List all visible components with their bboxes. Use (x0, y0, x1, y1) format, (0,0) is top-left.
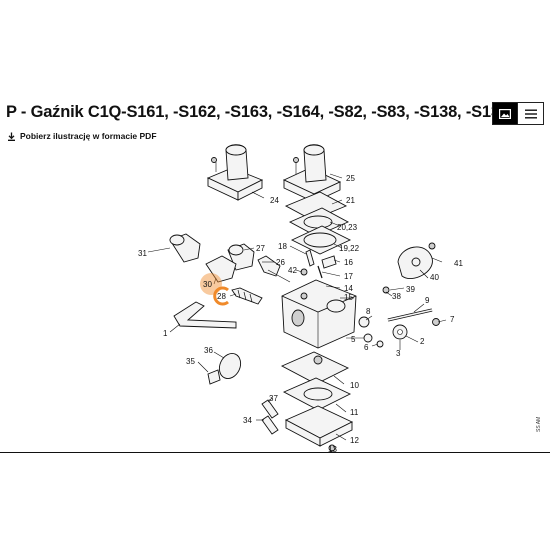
label-37[interactable]: 37 (269, 394, 278, 403)
part-11-diaphragm[interactable] (282, 377, 352, 411)
part-17-spring[interactable] (317, 265, 323, 279)
part-21-gasket[interactable] (284, 191, 348, 221)
leader-lines (147, 173, 447, 452)
label-27[interactable]: 27 (256, 244, 265, 253)
part-34-screw[interactable] (261, 415, 279, 435)
part-8-clip[interactable] (358, 316, 370, 328)
label-40[interactable]: 40 (430, 273, 439, 282)
part-16-lever[interactable] (321, 255, 337, 269)
part-5-pin[interactable] (363, 333, 373, 343)
image-code: SS AM (536, 417, 542, 432)
part-35-screw[interactable] (207, 369, 221, 385)
part-3-washer[interactable] (392, 324, 408, 340)
label-2[interactable]: 2 (420, 337, 425, 346)
label-3[interactable]: 3 (396, 349, 401, 358)
label-41[interactable]: 41 (454, 259, 463, 268)
label-31[interactable]: 31 (138, 249, 147, 258)
part-1-lever[interactable] (173, 301, 237, 329)
label-8[interactable]: 8 (366, 307, 371, 316)
label-19-22[interactable]: 19,22 (339, 244, 360, 253)
label-9[interactable]: 9 (425, 296, 430, 305)
download-pdf-link[interactable]: Pobierz ilustrację w formacie PDF (7, 131, 157, 141)
label-16[interactable]: 16 (344, 258, 353, 267)
part-18-pin[interactable] (305, 249, 315, 267)
label-25[interactable]: 25 (346, 174, 355, 183)
part-39-screw[interactable] (382, 286, 390, 294)
part-7-screw[interactable] (432, 318, 440, 326)
part-labels: 25 24 21 20,23 27 19,22 18 26 16 42 17 4… (138, 174, 463, 454)
part-36-disc[interactable] (215, 350, 244, 382)
part-9-shaft[interactable] (387, 308, 433, 322)
label-35[interactable]: 35 (186, 357, 195, 366)
view-toggle (492, 102, 544, 125)
part-20-23-diaphragm[interactable] (288, 207, 350, 237)
label-5[interactable]: 5 (351, 335, 356, 344)
part-30-cap[interactable] (205, 255, 237, 283)
part-10-gasket[interactable] (280, 351, 350, 385)
list-view-button[interactable] (518, 102, 544, 125)
footer-divider (0, 452, 550, 453)
part-37-screw[interactable] (261, 399, 279, 419)
part-24-flange[interactable] (206, 144, 264, 201)
label-11[interactable]: 11 (350, 408, 359, 417)
label-6[interactable]: 6 (364, 343, 369, 352)
label-15[interactable]: 15 (344, 293, 353, 302)
label-39[interactable]: 39 (406, 285, 415, 294)
image-view-button[interactable] (492, 102, 518, 125)
label-1[interactable]: 1 (163, 329, 168, 338)
part-28-spring[interactable] (231, 287, 263, 305)
label-7[interactable]: 7 (450, 315, 455, 324)
label-21[interactable]: 21 (346, 196, 355, 205)
label-24[interactable]: 24 (270, 196, 279, 205)
label-30[interactable]: 30 (203, 280, 212, 289)
image-view-icon (499, 108, 511, 119)
label-12[interactable]: 12 (350, 436, 359, 445)
label-28[interactable]: 28 (217, 292, 226, 301)
part-31-screw[interactable] (169, 233, 201, 263)
label-42[interactable]: 42 (288, 266, 297, 275)
part-6-ring[interactable] (376, 340, 384, 348)
part-25-flange[interactable] (282, 144, 342, 203)
label-34[interactable]: 34 (243, 416, 252, 425)
page-title: P - Gaźnik C1Q-S161, -S162, -S163, -S164… (6, 103, 509, 121)
part-26-needle[interactable] (257, 255, 291, 283)
label-38[interactable]: 38 (392, 292, 401, 301)
carburetor-body[interactable] (281, 279, 357, 349)
label-10[interactable]: 10 (350, 381, 359, 390)
label-14[interactable]: 14 (344, 284, 353, 293)
highlight-28 (213, 286, 229, 306)
part-12-cover[interactable] (284, 405, 354, 447)
label-13[interactable]: 13 (328, 445, 337, 454)
part-42-screw[interactable] (300, 268, 308, 276)
part-19-22-plate[interactable] (290, 225, 352, 255)
label-20-23[interactable]: 20,23 (337, 223, 358, 232)
download-icon (8, 132, 15, 141)
label-26[interactable]: 26 (276, 258, 285, 267)
label-17[interactable]: 17 (344, 272, 353, 281)
download-pdf-label: Pobierz ilustrację w formacie PDF (20, 131, 157, 141)
list-view-icon (524, 109, 537, 118)
label-18[interactable]: 18 (278, 242, 287, 251)
label-36[interactable]: 36 (204, 346, 213, 355)
